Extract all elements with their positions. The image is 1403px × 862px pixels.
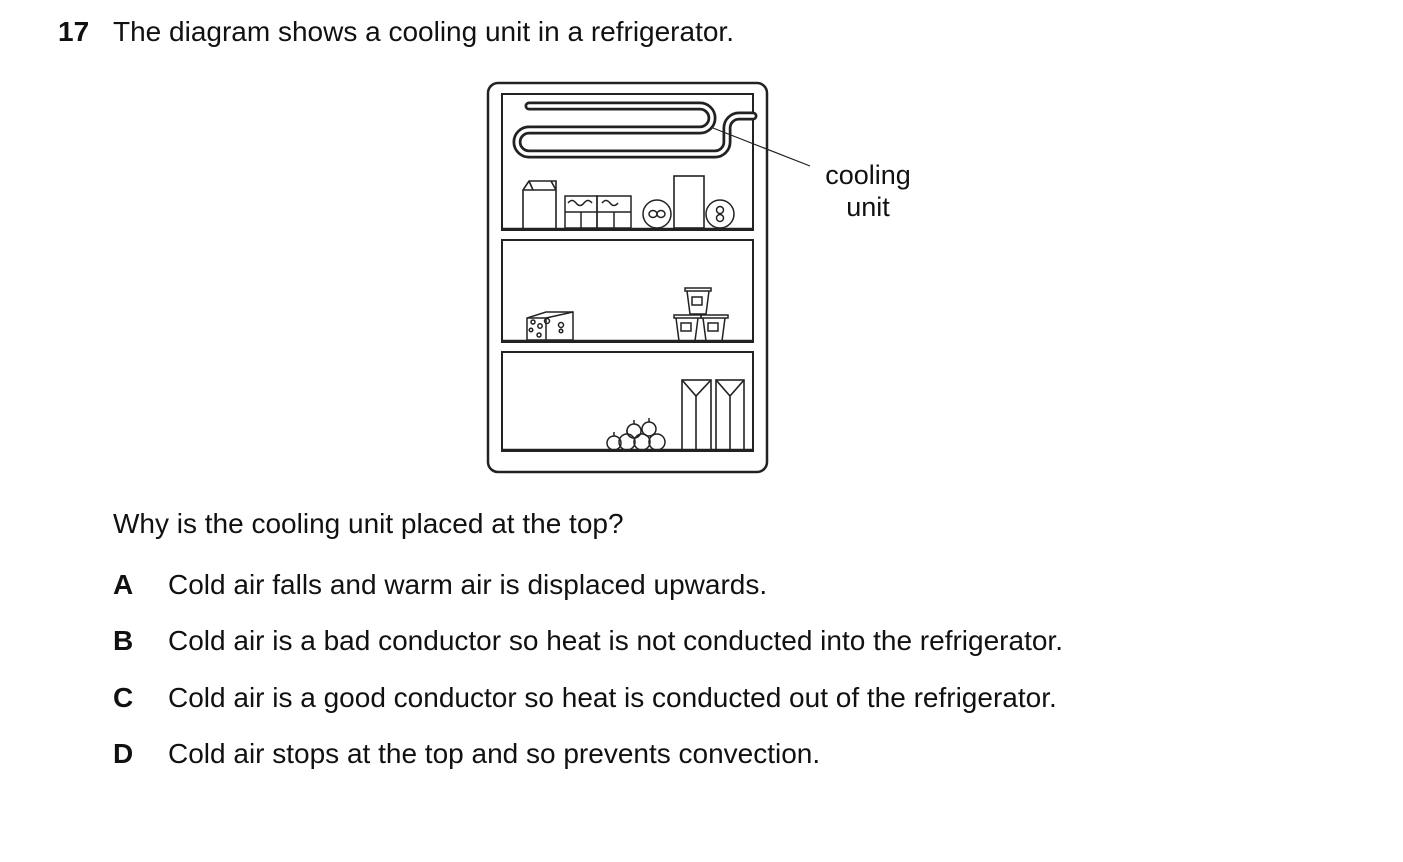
refrigerator-diagram: cooling unit	[486, 81, 911, 474]
option-text: Cold air falls and warm air is displaced…	[168, 569, 768, 600]
option-letter: B	[113, 625, 134, 656]
question-number: 17	[58, 16, 90, 47]
fruit-pile	[606, 418, 666, 451]
option-text: Cold air is a bad conductor so heat is n…	[168, 625, 1063, 656]
yoghurt-pots	[673, 287, 729, 342]
drink-can-2	[705, 199, 735, 229]
juice-cartons	[681, 379, 745, 451]
milk-carton	[522, 180, 557, 228]
option-letter: A	[113, 569, 134, 600]
cooling-unit-label-line1: cooling	[825, 160, 911, 190]
middle-compartment	[501, 239, 754, 343]
cheese	[526, 311, 574, 341]
tall-carton	[673, 175, 705, 229]
label-leader-line	[712, 127, 811, 167]
option-text: Cold air is a good conductor so heat is …	[168, 682, 1057, 713]
cooling-unit-label-line2: unit	[846, 192, 890, 222]
option-letter: C	[113, 682, 134, 713]
option-text: Cold air stops at the top and so prevent…	[168, 738, 821, 769]
option-letter: D	[113, 738, 134, 769]
fridge-outline	[486, 81, 769, 474]
question-prompt: Why is the cooling unit placed at the to…	[113, 508, 624, 539]
snack-boxes	[564, 195, 632, 229]
question-stem: The diagram shows a cooling unit in a re…	[113, 16, 734, 47]
cooling-coil	[512, 101, 758, 159]
drink-can-1	[642, 199, 672, 229]
